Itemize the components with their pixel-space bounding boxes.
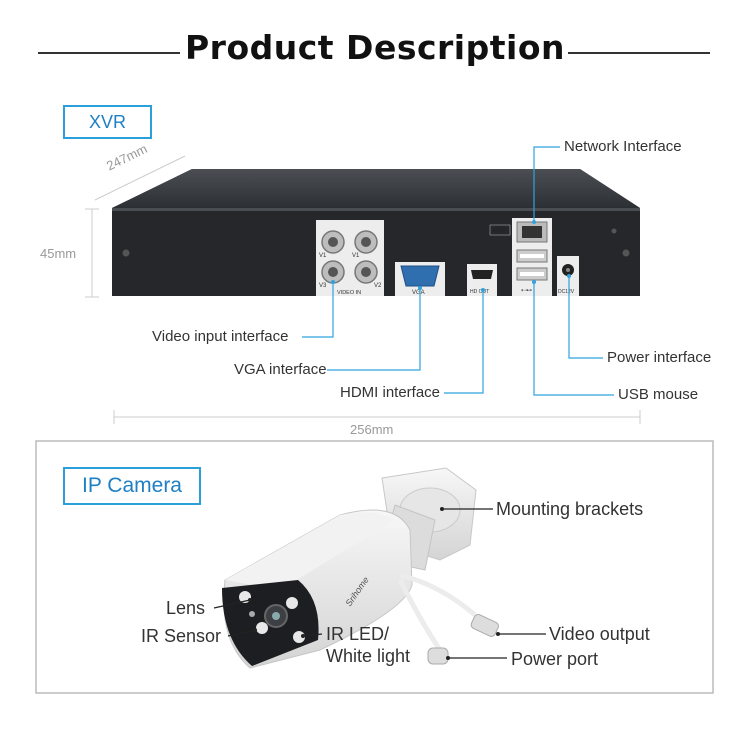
network-interface-label: Network Interface: [564, 138, 682, 155]
hdmi-port-label: HD OUT: [470, 289, 489, 295]
vga-port-icon: [400, 265, 440, 287]
title-rule-left: [38, 52, 180, 54]
xvr-width-dimension: 256mm: [350, 422, 394, 437]
video-input-interface-label: Video input interface: [152, 328, 289, 345]
hdmi-port-icon: [471, 270, 493, 279]
bnc-label: V1: [319, 253, 327, 259]
vga-port-label: VGA: [412, 290, 425, 296]
title-rule-right: [568, 52, 710, 54]
screw-icon: [622, 249, 630, 257]
lan-port-label: LAN: [493, 228, 505, 234]
bnc-label: V1: [352, 253, 360, 259]
power-port-connector: [427, 647, 449, 665]
ir-led-icon: [286, 597, 298, 609]
leader-vga: [327, 288, 421, 371]
power-port-label: Power port: [511, 649, 599, 669]
hdmi-interface-label: HDMI interface: [340, 384, 441, 401]
white-light-label: White light: [326, 646, 411, 666]
ir-led-icon: [256, 622, 268, 634]
vga-interface-label: VGA interface: [234, 361, 327, 378]
lens-label: Lens: [166, 598, 206, 618]
page-title: Product Description: [184, 28, 565, 67]
screw-icon: [122, 249, 130, 257]
leader-lens: [213, 599, 251, 609]
bnc-label: V2: [374, 283, 382, 289]
video-output-label: Video output: [549, 624, 650, 644]
leader-power: [568, 276, 603, 359]
leader-video-input: [302, 282, 334, 338]
video-output-connector: [470, 613, 499, 637]
power-interface-label: Power interface: [607, 349, 712, 366]
bnc-connector-icon: [321, 230, 378, 284]
leader-usb: [533, 282, 614, 396]
leader-ir-sensor: [227, 629, 256, 637]
leader-ir-led: [302, 633, 323, 637]
ir-sensor-label: IR Sensor: [141, 626, 222, 646]
xvr-height-dimension: 45mm: [40, 246, 77, 261]
leader-network: [533, 146, 560, 222]
xvr-section-label: XVR: [63, 105, 152, 139]
camera-section-frame: [35, 440, 714, 694]
camera-section-label: IP Camera: [63, 467, 201, 505]
ir-led-icon: [293, 631, 305, 643]
bnc-label: V3: [319, 283, 327, 289]
leader-hdmi: [444, 290, 484, 394]
ir-led-label: IR LED/: [326, 624, 390, 644]
usb-mouse-label: USB mouse: [618, 386, 699, 403]
dc-port-label: DC12V: [558, 289, 575, 295]
video-in-port-label: VIDEO IN: [337, 290, 361, 296]
ir-sensor-icon: [249, 611, 255, 617]
usb-port-label: ⇠⊷: [521, 288, 532, 294]
mounting-brackets-label: Mounting brackets: [496, 499, 644, 519]
